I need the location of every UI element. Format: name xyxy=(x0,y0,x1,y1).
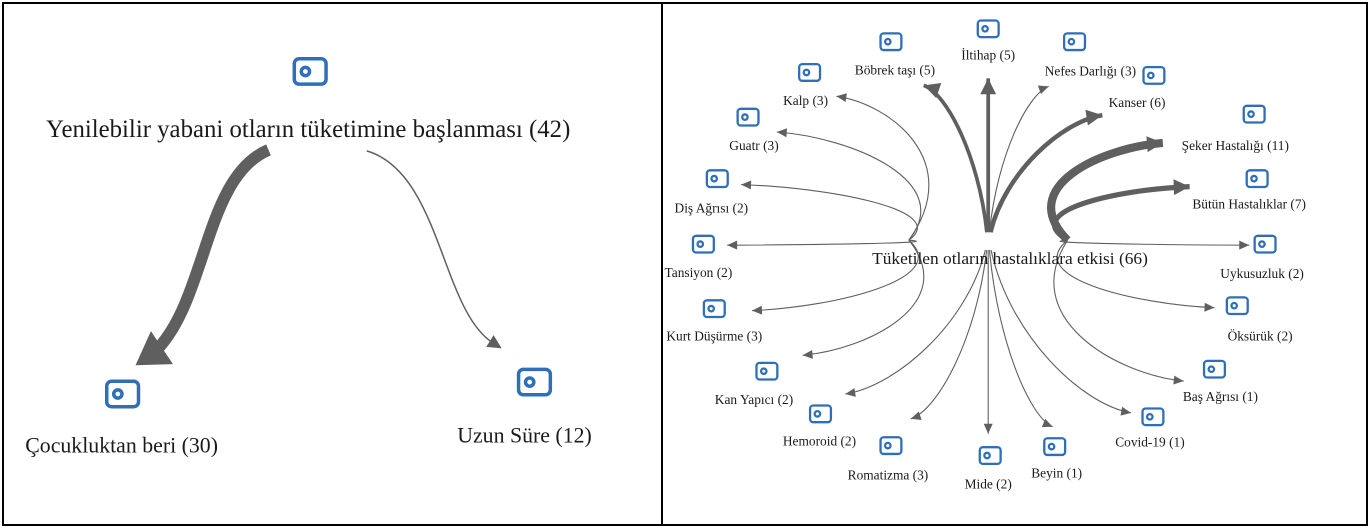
arrowhead-node-20 xyxy=(923,83,942,99)
node-17-code-icon xyxy=(705,169,729,189)
arrowhead-node-7 xyxy=(1204,302,1215,312)
node-18-label: Guatr (3) xyxy=(729,138,778,153)
edge-hub-to-node-14 xyxy=(802,239,925,356)
arrowhead-node-1 xyxy=(980,78,997,95)
arrowhead-node-4 xyxy=(1146,136,1163,153)
arrowhead-node-16 xyxy=(727,240,738,250)
node-20-label: Böbrek taşı (5) xyxy=(855,62,935,77)
node-7-label: Öksürük (2) xyxy=(1228,328,1293,343)
right-diagram: Tüketilen otların hastalıklara etkisi (6… xyxy=(665,19,1306,491)
arrowhead-node-10 xyxy=(1041,418,1053,428)
child-2-code-icon xyxy=(516,367,553,397)
node-16-label: Tansiyon (2) xyxy=(665,265,733,280)
node-6-label: Uykusuzluk (2) xyxy=(1220,266,1304,281)
left-nodes: Yenilebilir yabani otların tüketimine ba… xyxy=(25,57,592,458)
edge-hub-to-node-6 xyxy=(1059,239,1250,246)
right-panel: Tüketilen otların hastalıklara etkisi (6… xyxy=(661,2,1368,526)
child-2-label: Uzun Süre (12) xyxy=(457,424,592,448)
node-3-label: Kanser (6) xyxy=(1109,95,1166,110)
arrowhead-node-19 xyxy=(836,93,847,103)
node-12-code-icon xyxy=(879,436,903,456)
edge-hub-to-node-19 xyxy=(836,95,930,241)
arrowhead-node-14 xyxy=(802,349,813,359)
node-13-label: Hemoroid (2) xyxy=(783,434,856,449)
node-8-code-icon xyxy=(1202,359,1227,379)
arrowhead-node-3 xyxy=(1085,109,1103,126)
child-1-label: Çocukluktan beri (30) xyxy=(25,434,218,458)
node-1-label: İltihap (5) xyxy=(961,48,1015,63)
arrowhead-child-1 xyxy=(135,331,173,366)
child-1-code-icon xyxy=(104,379,141,409)
edge-hub-to-node-20 xyxy=(922,83,989,233)
node-3-code-icon xyxy=(1142,65,1166,85)
node-16-code-icon xyxy=(691,234,715,254)
arrowhead-node-9 xyxy=(1120,406,1132,416)
arrowhead-node-15 xyxy=(752,305,763,315)
edge-hub-to-node-15 xyxy=(751,239,919,312)
node-15-label: Kurt Düşürme (3) xyxy=(666,328,762,343)
right-edges xyxy=(727,78,1250,434)
arrowhead-node-8 xyxy=(1173,375,1184,385)
node-6-code-icon xyxy=(1253,234,1277,254)
arrowhead-node-18 xyxy=(776,128,788,138)
node-10-code-icon xyxy=(1043,437,1067,457)
arrowhead-node-2 xyxy=(1037,85,1049,94)
node-19-code-icon xyxy=(798,62,822,82)
node-7-code-icon xyxy=(1225,296,1249,316)
node-8-label: Baş Ağrısı (1) xyxy=(1183,389,1258,404)
edge-root-to-child-2 xyxy=(366,150,495,345)
root-label: Yenilebilir yabani otların tüketimine ba… xyxy=(46,116,570,143)
arrowhead-node-13 xyxy=(845,388,856,397)
node-1-code-icon xyxy=(976,19,1000,39)
edge-hub-to-node-17 xyxy=(741,184,918,241)
node-11-code-icon xyxy=(978,446,1002,466)
edge-hub-to-node-12 xyxy=(910,250,988,420)
node-4-label: Şeker Hastalığı (11) xyxy=(1182,138,1289,153)
arrowhead-node-17 xyxy=(741,180,752,190)
arrowhead-node-11 xyxy=(983,423,993,434)
edge-hub-to-node-13 xyxy=(845,249,986,395)
node-12-label: Romatizma (3) xyxy=(848,467,929,482)
arrowhead-node-5 xyxy=(1173,179,1190,196)
node-19-label: Kalp (3) xyxy=(783,93,828,108)
left-panel: Yenilebilir yabani otların tüketimine ba… xyxy=(2,2,663,526)
hub-label: Tüketilen otların hastalıklara etkisi (6… xyxy=(872,249,1148,268)
node-14-code-icon xyxy=(755,361,779,381)
edge-root-to-child-1 xyxy=(149,144,272,358)
edge-hub-to-node-5 xyxy=(1052,183,1190,243)
node-4-code-icon xyxy=(1242,104,1266,124)
node-5-label: Bütün Hastalıklar (7) xyxy=(1192,196,1306,211)
node-18-code-icon xyxy=(736,107,760,127)
edge-hub-to-node-18 xyxy=(776,131,922,241)
arrowhead-child-2 xyxy=(486,335,502,349)
node-11-label: Mide (2) xyxy=(965,476,1012,491)
root-code-icon xyxy=(292,57,328,86)
arrowhead-node-6 xyxy=(1239,240,1250,250)
node-15-code-icon xyxy=(702,299,726,319)
left-diagram: Yenilebilir yabani otların tüketimine ba… xyxy=(25,57,592,458)
arrowhead-node-12 xyxy=(910,411,922,420)
edge-hub-to-node-16 xyxy=(727,239,917,246)
node-2-label: Nefes Darlığı (3) xyxy=(1045,63,1136,78)
node-2-code-icon xyxy=(1062,32,1087,52)
node-14-label: Kan Yapıcı (2) xyxy=(715,392,793,407)
edge-hub-to-node-3 xyxy=(988,112,1103,233)
edge-hub-to-node-9 xyxy=(990,249,1132,414)
node-20-code-icon xyxy=(879,32,903,52)
node-10-label: Beyin (1) xyxy=(1031,465,1082,480)
edge-hub-to-node-8 xyxy=(1053,239,1184,382)
right-nodes: Tüketilen otların hastalıklara etkisi (6… xyxy=(665,19,1306,491)
edge-hub-to-node-10 xyxy=(988,250,1053,428)
edge-hub-to-node-7 xyxy=(1056,239,1215,309)
left-edges xyxy=(135,144,502,366)
node-9-code-icon xyxy=(1141,407,1165,427)
node-9-label: Covid-19 (1) xyxy=(1115,435,1184,450)
node-5-code-icon xyxy=(1245,169,1269,189)
node-17-label: Diş Ağrısı (2) xyxy=(675,200,749,215)
node-13-code-icon xyxy=(808,404,833,424)
